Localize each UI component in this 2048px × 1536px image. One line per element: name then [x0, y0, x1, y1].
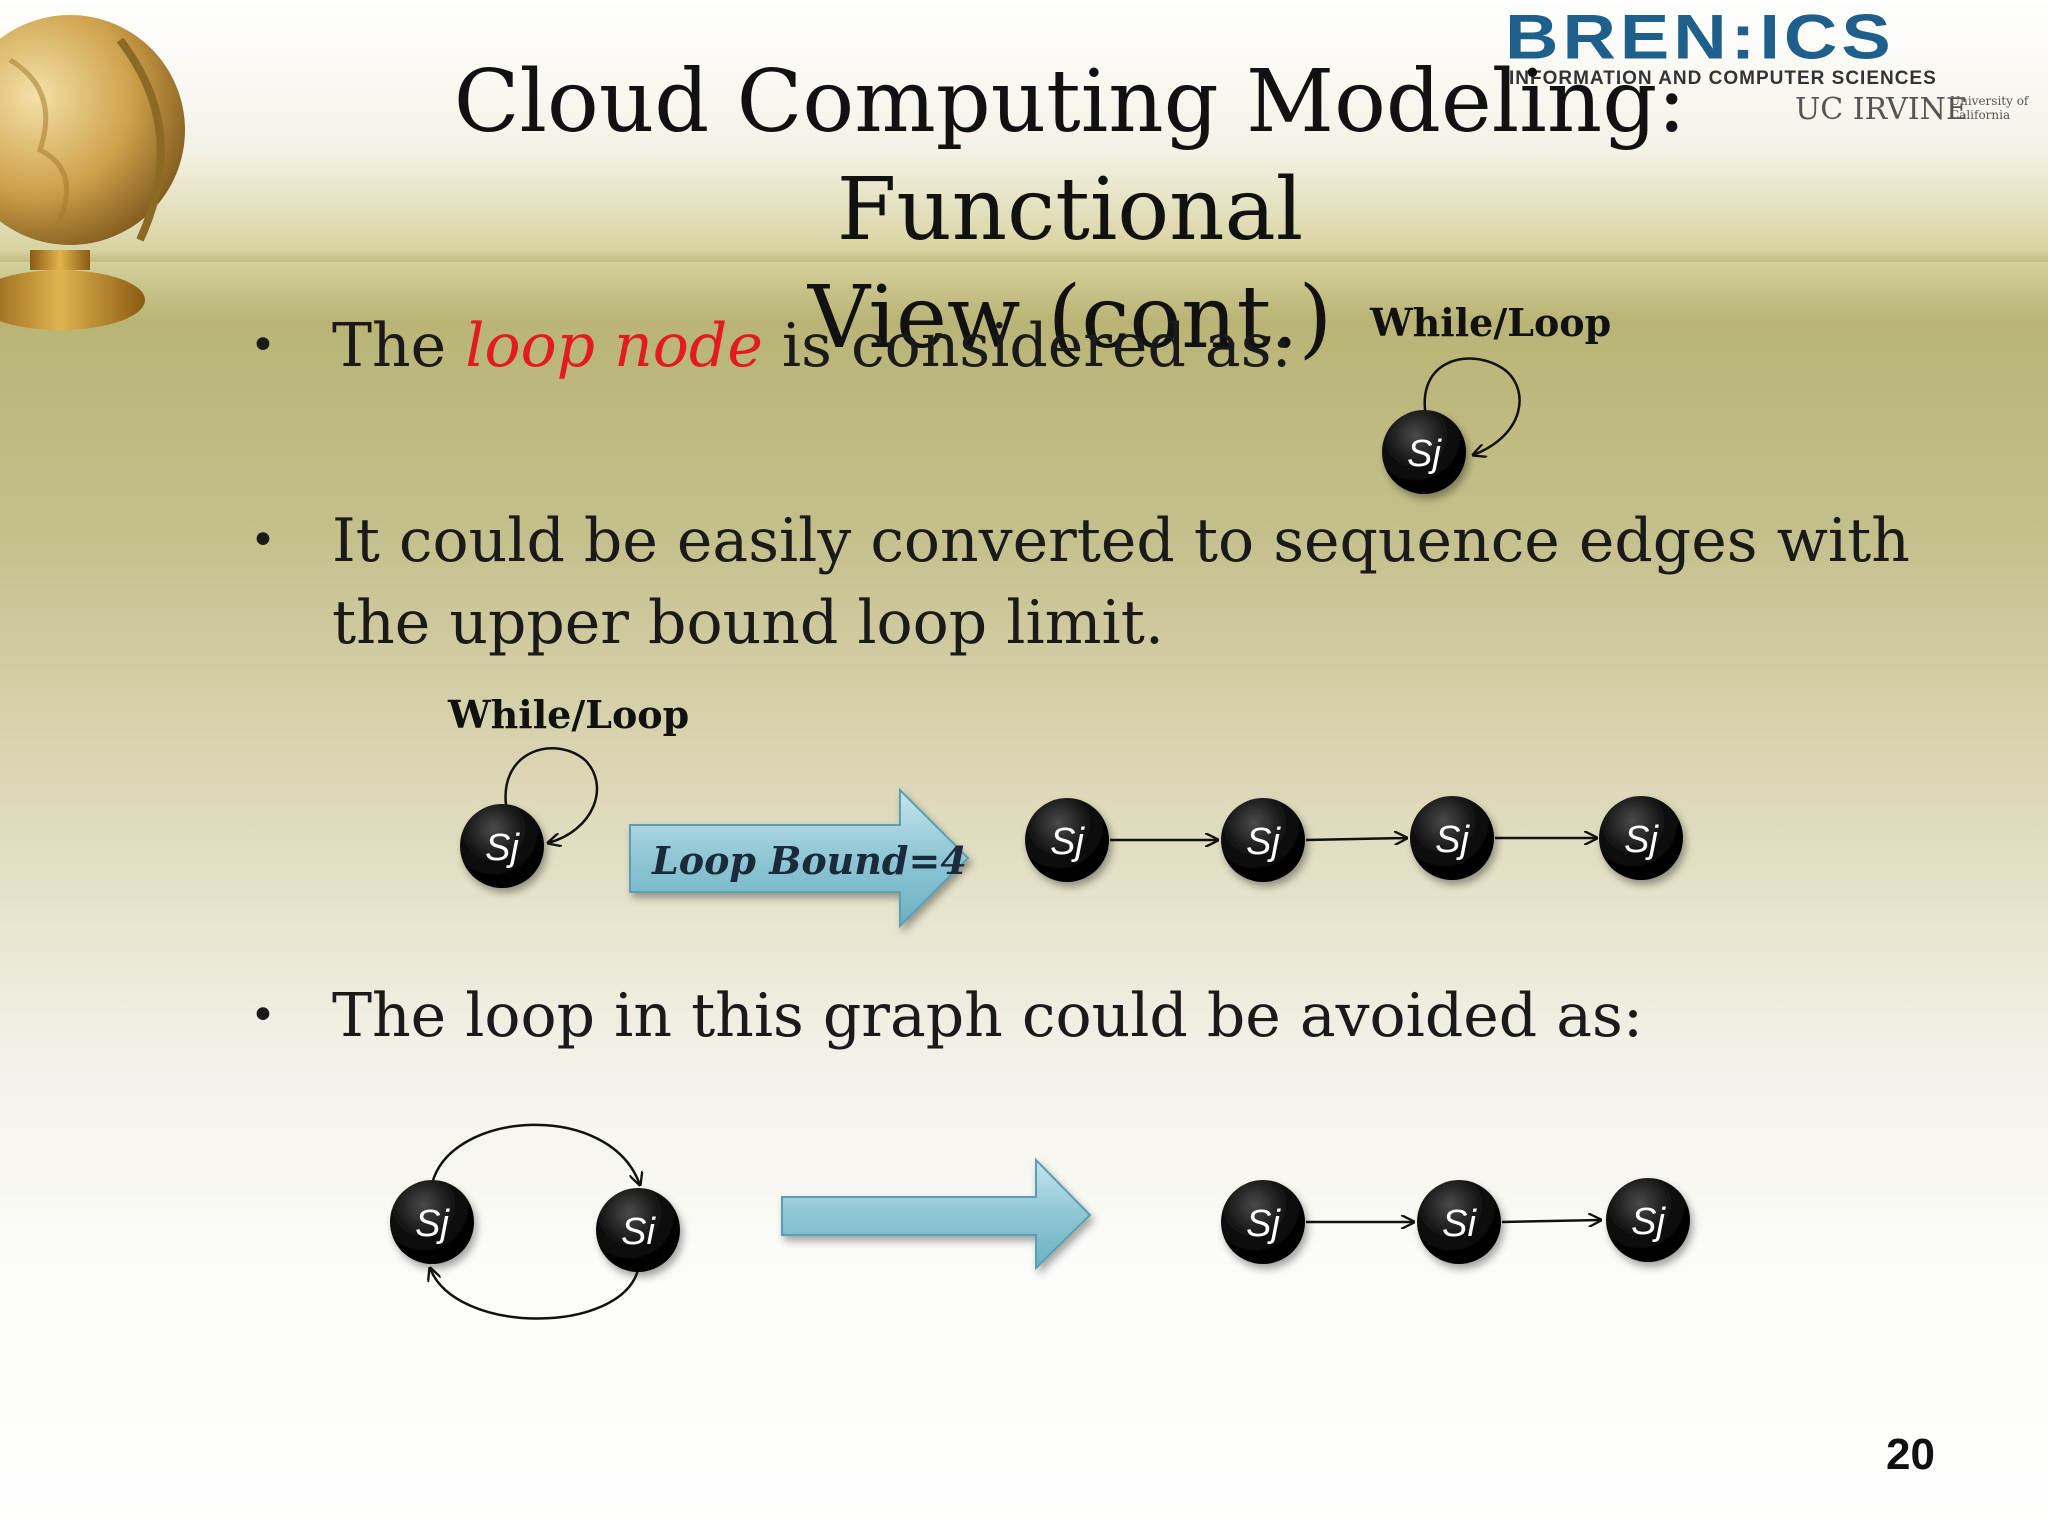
bullet-prefix: The — [332, 311, 466, 381]
title-band — [0, 250, 2048, 262]
node-label: Sj — [1407, 433, 1442, 475]
bren-ics-logo: BREN:ICS INFORMATION AND COMPUTER SCIENC… — [1505, 6, 2048, 136]
logo-brand: BREN:ICS — [1505, 1, 1895, 73]
bullet-text: The loop in this graph could be avoided … — [332, 981, 1644, 1051]
middle-self-loop: Sj — [460, 747, 599, 888]
node-label: Sj — [1435, 819, 1470, 861]
node-label: Sj — [485, 827, 520, 869]
loop-bound-arrow — [629, 787, 970, 929]
loop-node-emphasis: loop node — [465, 311, 763, 381]
node-sj — [1606, 1178, 1690, 1262]
logo-university: University of California — [1950, 94, 2029, 122]
node-si — [596, 1188, 680, 1272]
page-number: 20 — [1886, 1430, 1935, 1479]
node-sj — [1025, 798, 1109, 882]
node-sj — [1221, 798, 1305, 882]
title-line-2: View (cont.) — [807, 268, 1333, 368]
node-label: Si — [1442, 1203, 1477, 1245]
logo-campus: UC IRVINE — [1795, 92, 1968, 127]
bullet-suffix: is considered as: — [762, 311, 1292, 381]
conversion-arrow — [781, 1157, 1092, 1271]
loop-bound-label: Loop Bound=4 — [651, 838, 967, 883]
node-label: Sj — [1246, 1203, 1281, 1245]
bottom-cycle: Sj Si — [390, 1123, 680, 1320]
bullet-marker: • — [250, 515, 276, 566]
node-sj — [1221, 1180, 1305, 1264]
while-loop-label-middle: While/Loop — [448, 692, 690, 737]
node-label: Sj — [1050, 821, 1085, 863]
while-loop-label-top: While/Loop — [1370, 300, 1612, 345]
globe-icon — [0, 15, 185, 330]
bullet-marker: • — [250, 320, 276, 371]
node-sj — [1599, 796, 1683, 880]
title-line-1: Cloud Computing Modeling: Functional — [453, 52, 1687, 260]
node-label: Sj — [1624, 819, 1659, 861]
bullet-marker: • — [250, 990, 276, 1041]
node-sj — [390, 1180, 474, 1264]
node-label: Sj — [415, 1203, 450, 1245]
sequence-chain-3: Sj Si Sj — [1221, 1178, 1690, 1264]
logo-subtitle: INFORMATION AND COMPUTER SCIENCES — [1509, 68, 1937, 89]
node-label: Si — [621, 1211, 656, 1253]
bullet-line-2: the upper bound loop limit. — [332, 588, 1164, 658]
node-sj — [1410, 796, 1494, 880]
top-self-loop: Sj — [1382, 357, 1521, 494]
node-sj — [1382, 410, 1466, 494]
node-si — [1417, 1180, 1501, 1264]
slide-title: Cloud Computing Modeling: Functional Vie… — [220, 48, 1920, 372]
sequence-chain-4: Sj Sj Sj Sj — [1025, 796, 1683, 882]
node-sj — [460, 804, 544, 888]
node-label: Sj — [1246, 821, 1281, 863]
node-label: Sj — [1631, 1201, 1666, 1243]
bullet-line-1: It could be easily converted to sequence… — [332, 506, 1910, 576]
bullet-text: The loop node is considered as: — [332, 305, 1292, 387]
